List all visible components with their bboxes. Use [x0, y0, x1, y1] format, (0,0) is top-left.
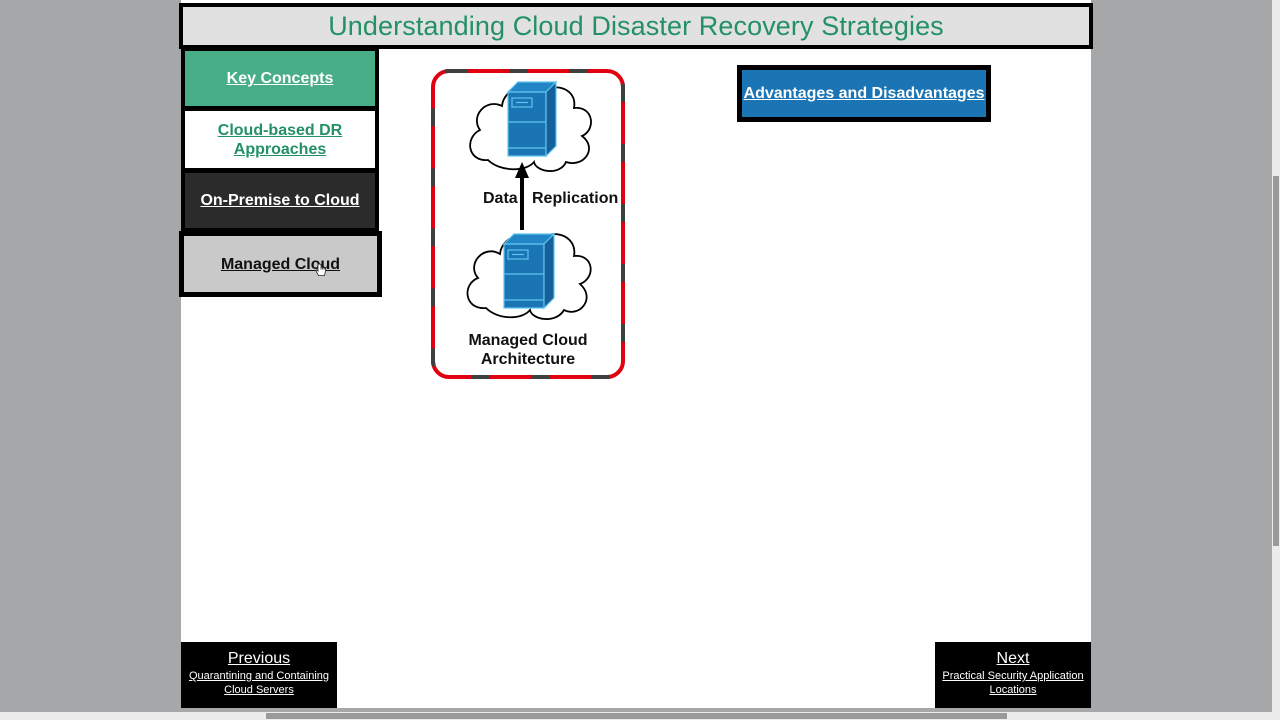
managed-cloud-diagram: [431, 69, 625, 379]
next-button[interactable]: Next Practical Security Application Loca…: [935, 642, 1091, 708]
nav-on-premise-label: On-Premise to Cloud: [200, 192, 360, 209]
nav-key-concepts[interactable]: Key Concepts: [181, 47, 379, 109]
cloud-server-icon-top: [469, 80, 592, 172]
diagram-caption: Managed Cloud Architecture: [430, 331, 626, 369]
hand-cursor-icon: [315, 263, 326, 276]
nav-managed-cloud-label: Managed Cloud: [220, 255, 341, 273]
previous-subtitle: Quarantining and Containing Cloud Server…: [188, 670, 330, 696]
vertical-scrollbar-thumb[interactable]: [1273, 176, 1279, 546]
previous-label: Previous: [227, 650, 291, 667]
nav-cloud-based-dr-label: Cloud-based DR Approaches: [217, 121, 343, 158]
data-replication-label-right: Replication: [532, 190, 619, 207]
arrow-up-icon: [515, 162, 529, 230]
nav-key-concepts-label: Key Concepts: [226, 70, 334, 87]
page-title: Understanding Cloud Disaster Recovery St…: [328, 10, 944, 41]
cloud-server-icon-bottom: [466, 232, 592, 320]
nav-cloud-based-dr-approaches[interactable]: Cloud-based DR Approaches: [181, 108, 379, 171]
data-replication-label-left: Data: [483, 190, 518, 207]
previous-button[interactable]: Previous Quarantining and Containing Clo…: [181, 642, 337, 708]
nav-on-premise-to-cloud[interactable]: On-Premise to Cloud: [181, 170, 379, 232]
advantages-disadvantages-label: Advantages and Disadvantages: [743, 84, 985, 102]
server-icon: [502, 232, 556, 310]
server-icon: [506, 80, 558, 158]
next-subtitle: Practical Security Application Locations: [942, 670, 1084, 696]
horizontal-scrollbar-thumb[interactable]: [266, 713, 1007, 719]
page-header: Understanding Cloud Disaster Recovery St…: [179, 3, 1093, 49]
next-label: Next: [996, 650, 1030, 667]
advantages-disadvantages-button[interactable]: Advantages and Disadvantages: [737, 65, 991, 122]
nav-managed-cloud[interactable]: Managed Cloud: [179, 231, 382, 297]
diagram-caption-text: Managed Cloud Architecture: [468, 332, 588, 368]
